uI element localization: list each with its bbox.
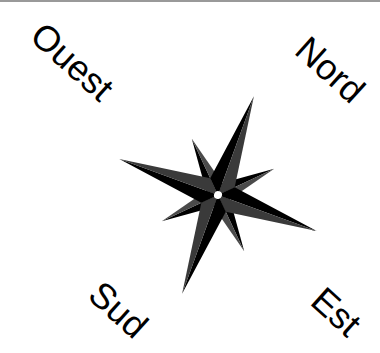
direction-label: Sud (82, 275, 154, 345)
star-symbol (83, 60, 352, 329)
direction-label: Est (305, 281, 368, 343)
direction-label: Ouest (24, 16, 119, 107)
top-rule (0, 0, 380, 2)
direction-label: Nord (289, 31, 371, 110)
